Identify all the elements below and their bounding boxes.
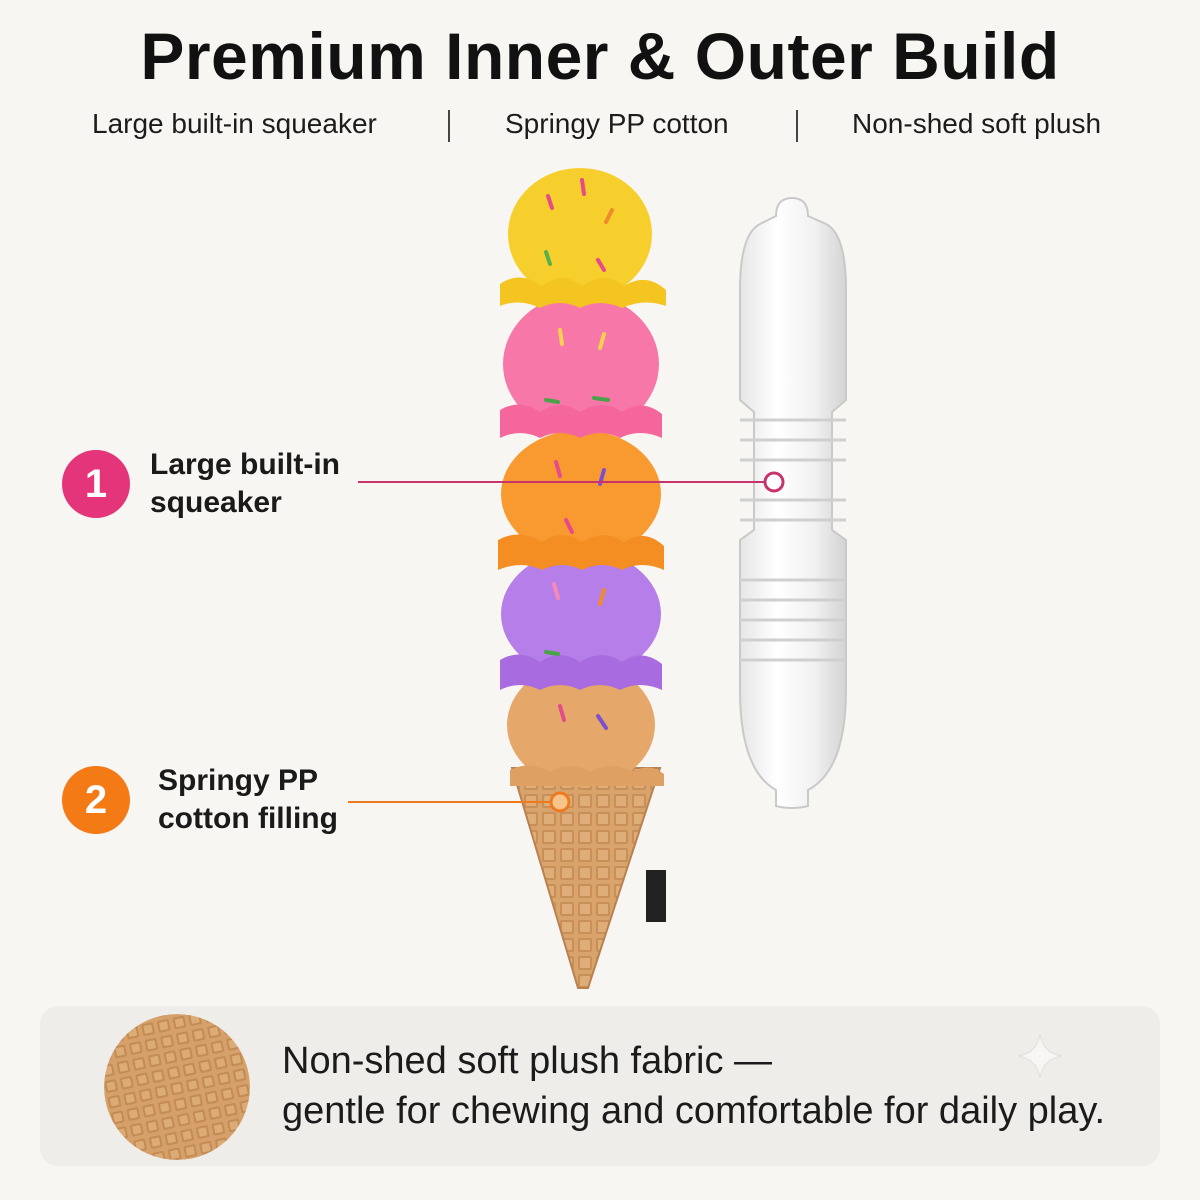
- page-title: Premium Inner & Outer Build: [140, 19, 1060, 93]
- sprinkles: [544, 178, 614, 730]
- feature-item: Large built-in squeaker: [92, 108, 377, 139]
- waffle-fabric-swatch-icon: [104, 1014, 250, 1160]
- scoop-4: [500, 550, 662, 690]
- callout-1-dot: [763, 471, 785, 493]
- callout-1-line1: Large built-in: [150, 448, 340, 481]
- fabric-description-line1: Non-shed soft plush fabric —: [282, 1040, 773, 1082]
- callout-1-label: Large built-in squeaker: [150, 446, 340, 523]
- feature-list: Large built-in squeaker Springy PP cotto…: [0, 108, 1200, 148]
- divider: [796, 110, 798, 142]
- fabric-description: Non-shed soft plush fabric — gentle for …: [282, 1036, 1105, 1136]
- scoop-5: [507, 663, 664, 787]
- callout-2-label: Springy PP cotton filling: [158, 762, 338, 839]
- divider: [448, 110, 450, 142]
- callout-2: 2 Springy PP cotton filling: [62, 762, 338, 839]
- callout-2-dot: [549, 791, 571, 813]
- sparkle-icon: [1017, 1033, 1063, 1079]
- callout-1-line2: squeaker: [150, 486, 282, 520]
- waffle-cone: [510, 767, 662, 989]
- callout-2-line2: cotton filling: [158, 802, 338, 836]
- fabric-description-line2: gentle for chewing and comfortable for d…: [282, 1090, 1106, 1133]
- scoop-2: [500, 294, 662, 438]
- feature-item: Non-shed soft plush: [852, 108, 1102, 139]
- callout-2-number: 2: [62, 766, 130, 835]
- feature-item: Springy PP cotton: [505, 108, 729, 139]
- callout-1-number: 1: [62, 450, 130, 519]
- callout-1: 1 Large built-in squeaker: [62, 446, 340, 523]
- brand-tag: [646, 870, 666, 922]
- scoop-3: [498, 430, 664, 570]
- scoop-1: [500, 168, 666, 308]
- squeaker-tube-icon: [739, 196, 847, 809]
- fabric-info-card: Non-shed soft plush fabric — gentle for …: [40, 1006, 1160, 1166]
- callout-2-line1: Springy PP: [158, 764, 319, 797]
